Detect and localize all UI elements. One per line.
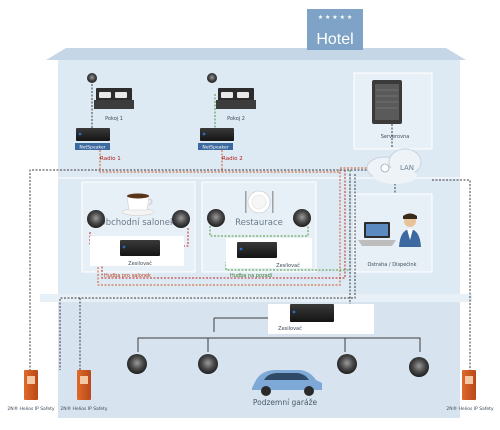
intercom-icon xyxy=(462,370,476,400)
hotel-sign: ★ ★ ★ ★ ★ Hotel xyxy=(307,9,363,50)
server-rack-icon xyxy=(372,80,402,124)
intercom-1-label: 2N® Helios IP Safety xyxy=(7,405,55,412)
speaker-icon xyxy=(172,210,190,228)
security-label: Ostraha / Dispečink xyxy=(367,261,416,268)
salon-music-label: Hudba pro salonek xyxy=(104,273,151,279)
amplifier-device xyxy=(290,304,334,322)
intercom-3: 2N® Helios IP Safety xyxy=(446,370,494,412)
intercom-2: 2N® Helios IP Safety xyxy=(60,370,108,412)
intercom-icon xyxy=(77,370,91,400)
hotel-sign-text: Hotel xyxy=(316,31,353,48)
room-1-device: NetSpeaker xyxy=(79,145,105,151)
restaurant-amp-label: Zesilovač xyxy=(276,262,300,269)
hotel-sign-stars: ★ ★ ★ ★ ★ xyxy=(318,14,353,21)
ground-floor-band xyxy=(40,294,472,302)
operator-icon xyxy=(399,213,421,247)
salon-room: Obchodní salonek Zesilovač Hudba pro sal… xyxy=(87,193,190,279)
bed-icon xyxy=(94,88,134,109)
intercom-icon xyxy=(24,370,38,400)
speaker-icon xyxy=(207,209,225,227)
speaker-icon xyxy=(87,210,105,228)
line-orange-salon xyxy=(97,172,341,286)
plate-icon xyxy=(245,190,274,214)
line-garage-bus xyxy=(137,317,421,352)
roof xyxy=(46,48,466,60)
lan-label: LAN xyxy=(400,164,414,172)
bed-icon xyxy=(216,88,256,109)
connection-lines xyxy=(29,84,471,370)
room-2-device: NetSpeaker xyxy=(202,145,228,151)
restaurant-room: Restaurace Zesilovač Hudba na pozadí xyxy=(207,190,312,279)
restaurant-title: Restaurace xyxy=(235,218,283,228)
garage-title: Podzemní garáže xyxy=(253,398,318,407)
speaker-icon xyxy=(87,73,97,83)
room-2-radio: Radio 2 xyxy=(222,156,243,162)
salon-title: Obchodní salonek xyxy=(99,218,175,228)
garage-level xyxy=(58,302,460,418)
line-dark-left xyxy=(29,169,370,370)
room-1-radio: Radio 1 xyxy=(100,156,121,162)
coffee-cup-icon xyxy=(121,193,155,216)
room-1-label: Pokoj 1 xyxy=(105,116,123,122)
line-green-restaurant xyxy=(209,226,309,237)
speaker-icon xyxy=(337,354,357,374)
car-icon xyxy=(252,370,322,396)
line-dark-mid xyxy=(59,174,356,370)
server-room-label: Serverovna xyxy=(381,134,410,140)
garage-area: Zesilovač Podzemní garáže xyxy=(127,304,429,407)
restaurant-music-label: Hudba na pozadí xyxy=(230,272,273,279)
room-1: Pokoj 1 NetSpeaker Radio 1 xyxy=(75,73,134,162)
salon-amp-label: Zesilovač xyxy=(128,260,152,267)
line-red-cross xyxy=(101,170,346,279)
intercom-1: 2N® Helios IP Safety xyxy=(7,370,55,412)
netspeaker-device: NetSpeaker xyxy=(75,128,110,151)
room-2-label: Pokoj 2 xyxy=(227,116,245,122)
line-dark-right xyxy=(394,179,471,370)
amplifier-device xyxy=(120,240,160,256)
security-desk: Ostraha / Dispečink xyxy=(358,213,421,268)
speaker-icon xyxy=(198,354,218,374)
intercom-2-label: 2N® Helios IP Safety xyxy=(60,405,108,412)
hotel-sign-board xyxy=(307,9,363,50)
netspeaker-device: NetSpeaker xyxy=(198,128,234,151)
speaker-icon xyxy=(409,357,429,377)
lan-cloud: LAN xyxy=(366,148,422,184)
laptop-icon xyxy=(358,222,396,246)
speaker-icon xyxy=(127,354,147,374)
room-2: Pokoj 2 NetSpeaker Radio 2 xyxy=(198,73,256,162)
speaker-icon xyxy=(293,209,311,227)
intercom-3-label: 2N® Helios IP Safety xyxy=(446,405,494,412)
garage-amp-label: Zesilovač xyxy=(278,325,302,332)
line-orange-trunk xyxy=(99,150,370,173)
amplifier-device xyxy=(237,242,277,258)
speaker-icon xyxy=(207,73,217,83)
